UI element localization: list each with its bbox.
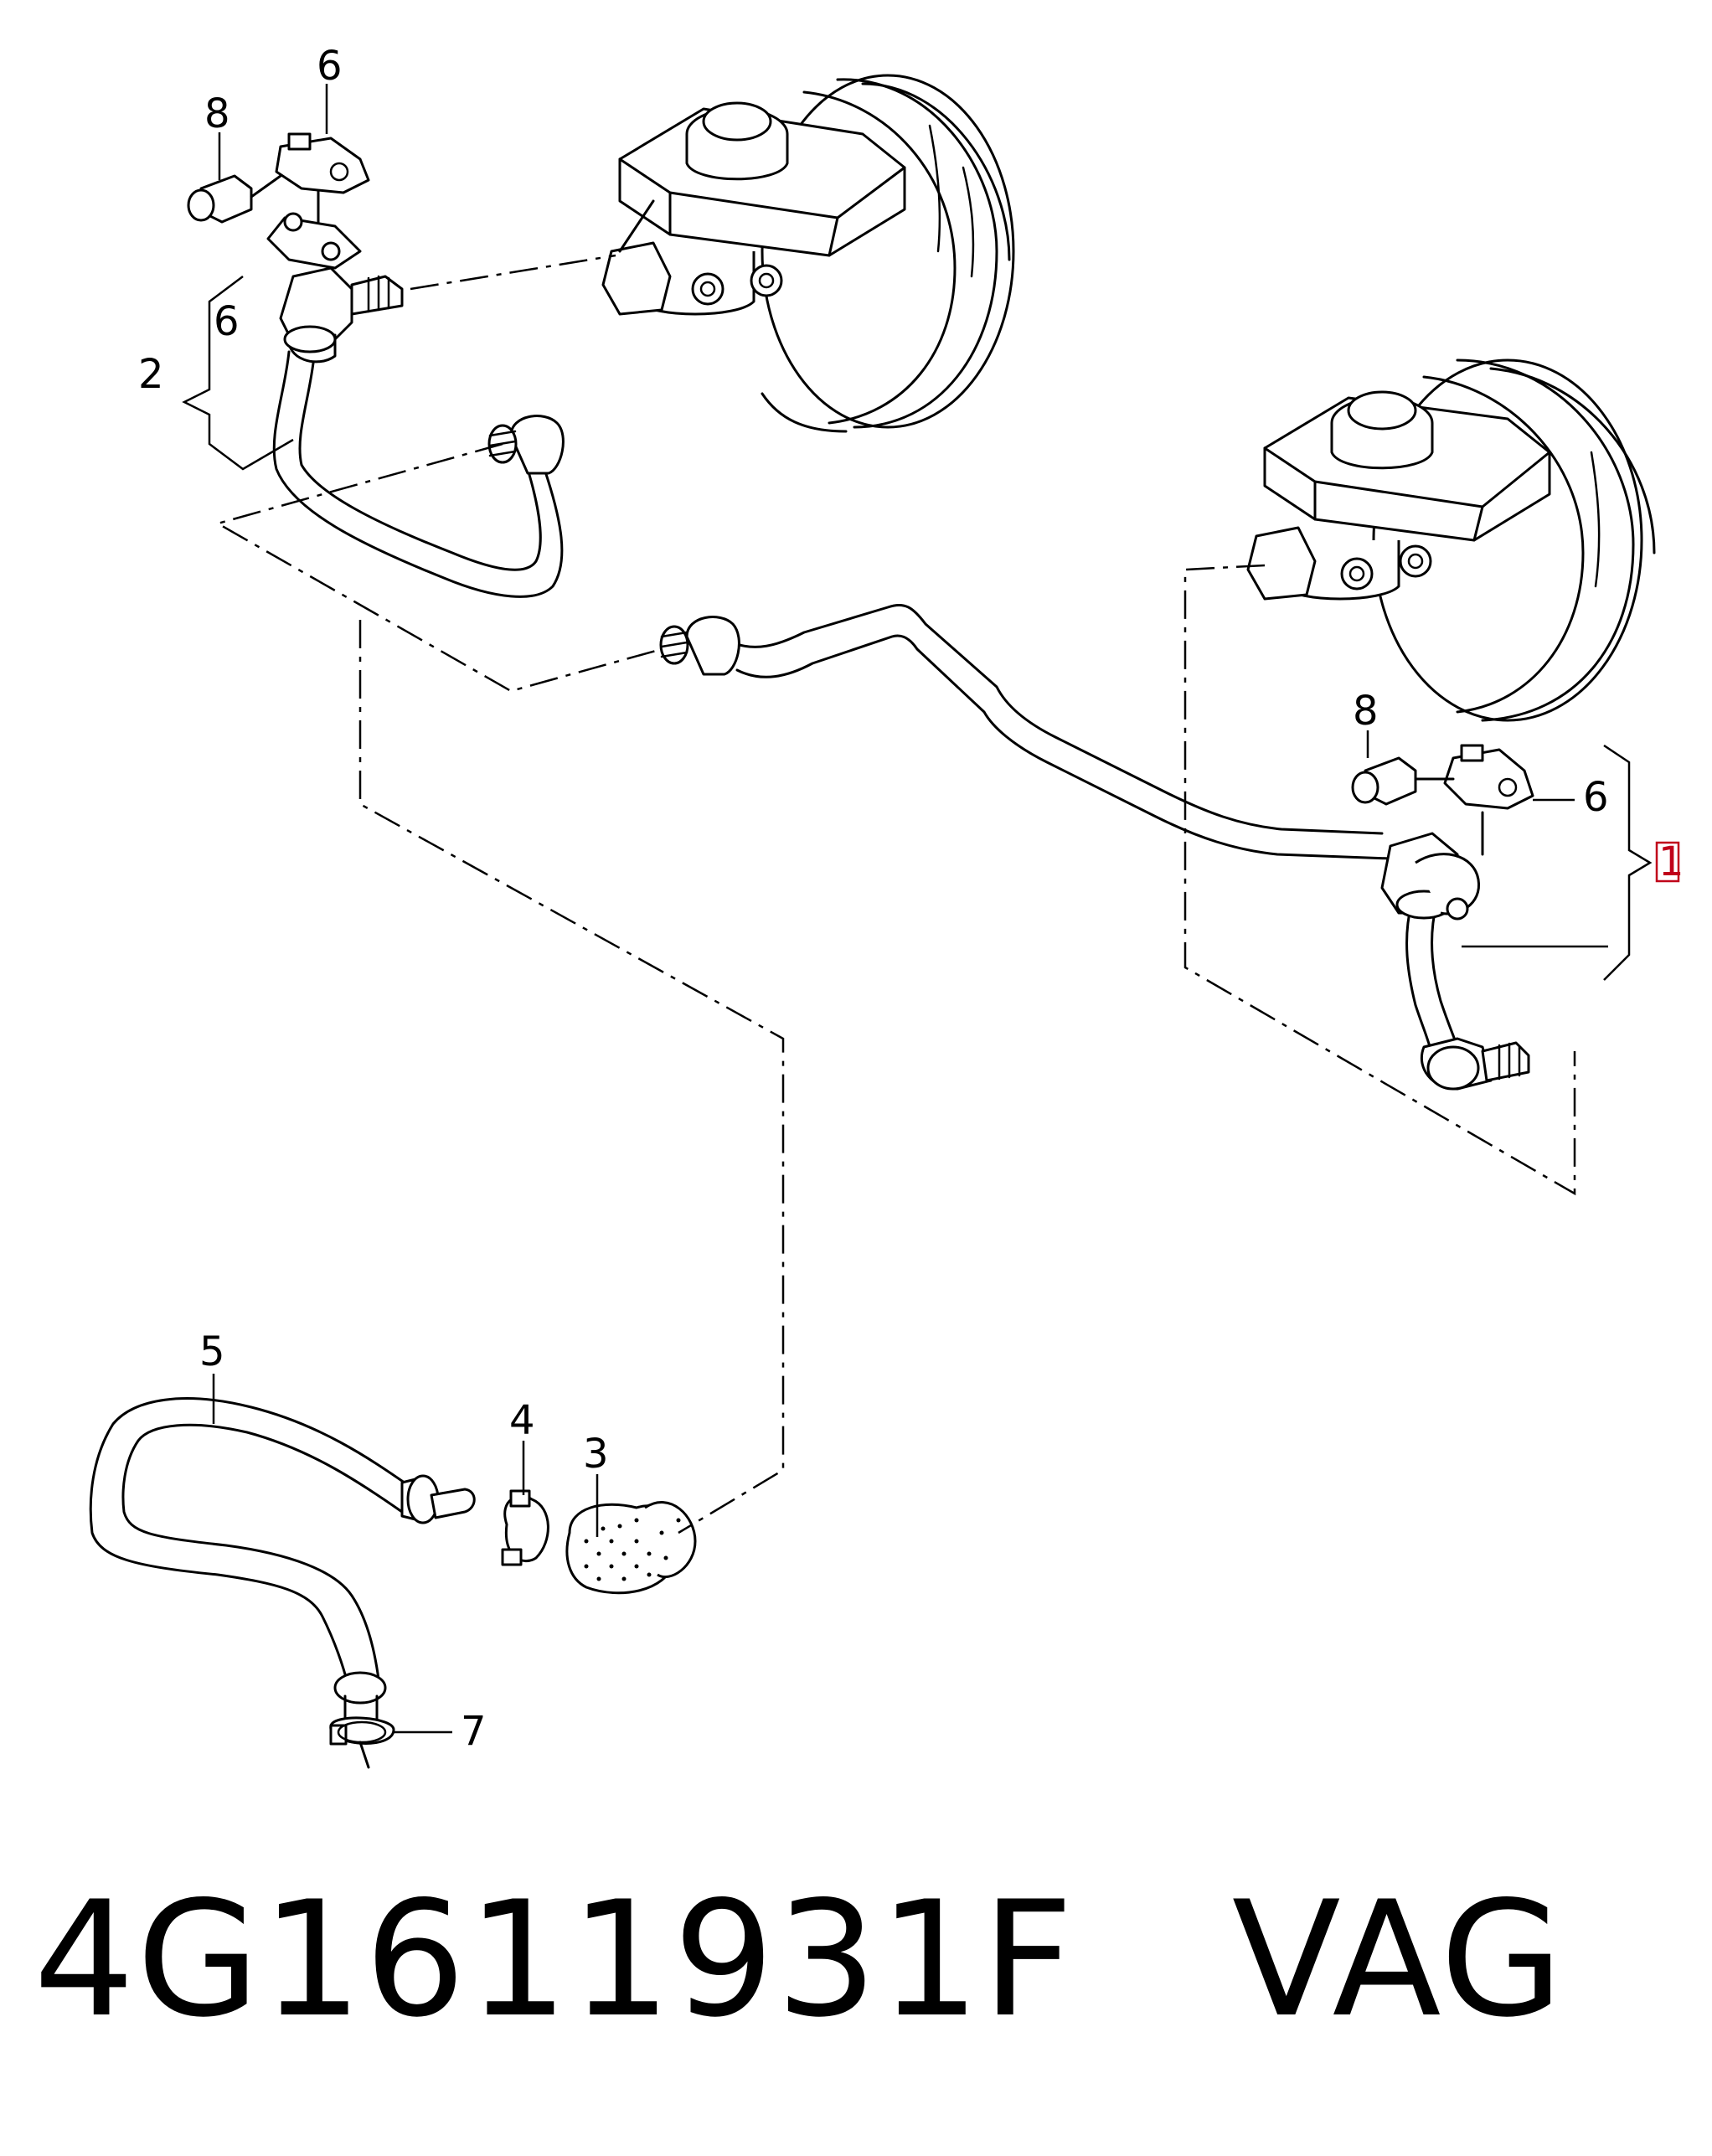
sleeve-texture [584, 1518, 681, 1581]
callout-2: 2 [138, 351, 164, 398]
callout-labels: 6 8 6 2 8 6 1 5 4 3 7 [138, 43, 1684, 1755]
callout-7: 7 [461, 1708, 487, 1755]
callout-8-upper: 8 [204, 90, 230, 137]
brake-booster-upper [601, 74, 1015, 433]
callout-leaders [182, 84, 1653, 1734]
callout-6-upper-brace: 6 [214, 298, 240, 345]
brake-booster-right [1246, 358, 1656, 722]
callout-5: 5 [199, 1328, 225, 1375]
callout-6-upper: 6 [317, 43, 343, 90]
vacuum-hose-lower [89, 1397, 697, 1769]
callout-4: 4 [509, 1397, 535, 1444]
vacuum-line-right [1351, 744, 1534, 1091]
callout-6-right: 6 [1583, 774, 1609, 821]
brand-name: VAG [1231, 1867, 1565, 2052]
vacuum-line-long [659, 603, 1392, 860]
assembly-dash-lines [214, 254, 1576, 1534]
callout-1: 1 [1658, 838, 1684, 885]
callout-1-highlight-box [1655, 841, 1680, 883]
vacuum-line-upper [187, 132, 565, 598]
part-number-caption: 4G1611931F VAG [34, 1880, 1565, 2040]
callout-3: 3 [583, 1431, 609, 1478]
callout-8-right: 8 [1353, 688, 1379, 735]
part-number: 4G1611931F [34, 1867, 1075, 2052]
caption-separator [1075, 1867, 1232, 2052]
